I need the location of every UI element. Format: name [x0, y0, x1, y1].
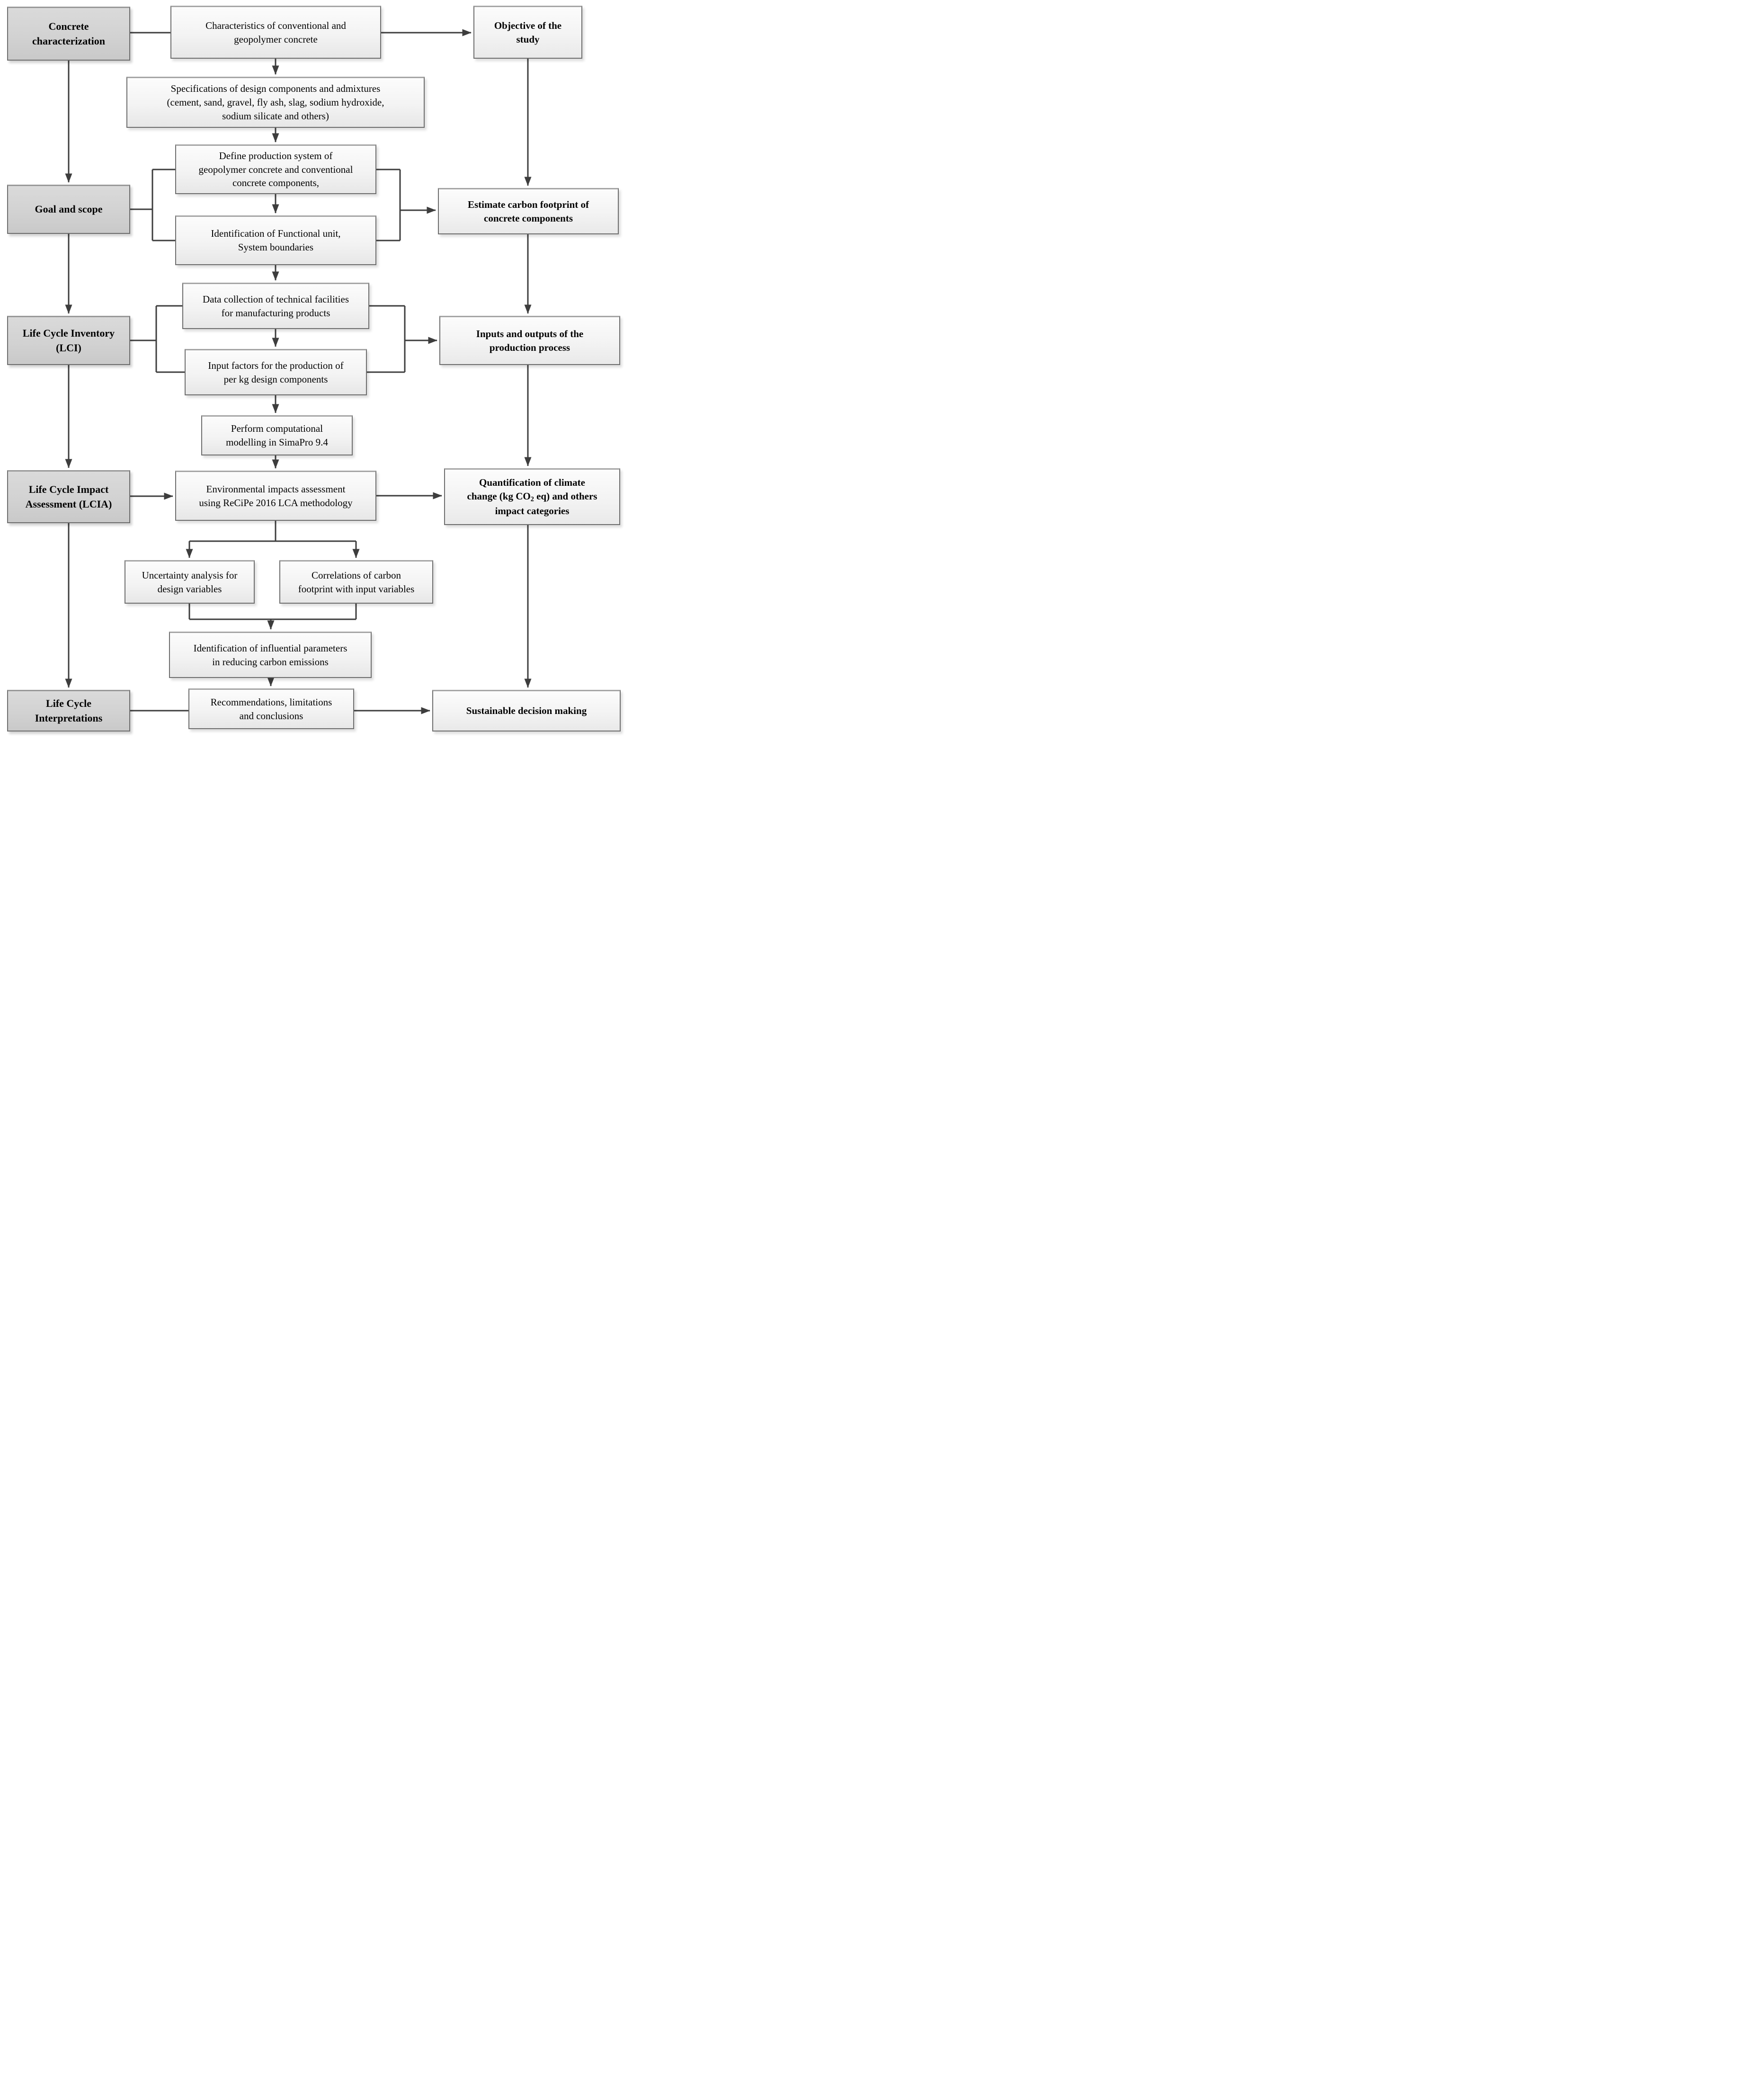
outcome-sustainable-decision-making: Sustainable decision making [432, 690, 621, 731]
process-design-specifications: Specifications of design components and … [126, 77, 425, 128]
stage-life-cycle-interpretations: Life Cycle Interpretations [7, 690, 130, 731]
outcome-climate-change-quantification: Quantification of climate change (kg CO2… [444, 468, 620, 525]
process-input-factors: Input factors for the production of per … [185, 349, 367, 395]
outcome-climate-change-text: Quantification of climate change (kg CO2… [467, 476, 597, 518]
stage-goal-and-scope: Goal and scope [7, 185, 130, 234]
process-functional-unit-boundaries: Identification of Functional unit, Syste… [175, 215, 376, 265]
outcome-estimate-carbon-footprint: Estimate carbon footprint of concrete co… [438, 188, 619, 234]
plain-connector-group [130, 32, 406, 712]
stage-life-cycle-impact-assessment: Life Cycle Impact Assessment (LCIA) [7, 470, 130, 523]
arrow-connector-group [65, 29, 532, 714]
process-uncertainty-analysis: Uncertainty analysis for design variable… [125, 560, 255, 604]
process-influential-parameters: Identification of influential parameters… [169, 632, 372, 678]
connector-lines [65, 29, 532, 714]
process-carbon-correlations: Correlations of carbon footprint with in… [279, 560, 433, 604]
climate-text-pre: Quantification of climate change (kg CO [467, 476, 585, 502]
outcome-inputs-outputs: Inputs and outputs of the production pro… [439, 316, 620, 365]
process-impact-assessment-recipe: Environmental impacts assessment using R… [175, 471, 376, 521]
co2-subscript: 2 [530, 495, 534, 503]
process-data-collection: Data collection of technical facilities … [182, 283, 369, 329]
stage-life-cycle-inventory: Life Cycle Inventory (LCI) [7, 316, 130, 365]
climate-text-post: eq) and others impact categories [495, 490, 597, 517]
stage-concrete-characterization: Concrete characterization [7, 7, 130, 61]
process-recommendations-conclusions: Recommendations, limitations and conclus… [188, 688, 354, 729]
outcome-objective-of-study: Objective of the study [473, 6, 582, 59]
process-define-production-system: Define production system of geopolymer c… [175, 144, 376, 194]
lca-flowchart: Concrete characterization Goal and scope… [0, 0, 626, 740]
process-simapro-modelling: Perform computational modelling in SimaP… [201, 415, 353, 455]
process-concrete-characteristics: Characteristics of conventional and geop… [170, 6, 381, 59]
